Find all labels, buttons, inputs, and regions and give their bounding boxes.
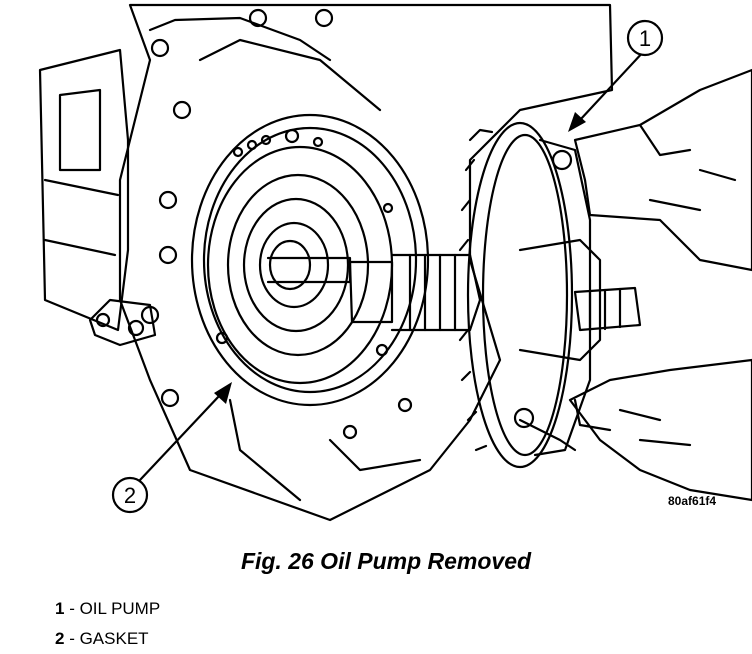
transmission-case [118,3,614,522]
right-hand-upper [573,68,752,272]
callout-1: 1 [626,19,664,57]
figure-code: 80af61f4 [668,494,717,508]
figure-caption: Fig. 26 Oil Pump Removed [240,548,532,574]
legend-number: 2 [55,629,65,648]
legend: 1 - OIL PUMP 2 - GASKET [55,594,160,654]
right-hand-lower [568,358,752,502]
legend-text: - GASKET [64,629,149,648]
legend-number: 1 [55,599,65,618]
left-housing [38,48,130,332]
callout-2: 2 [111,476,149,514]
callout-leader-2 [138,393,222,482]
callout-1-label: 1 [639,26,651,51]
gasket [190,113,430,407]
callout-2-label: 2 [124,483,136,508]
case-bolt-holes [140,8,413,440]
pump-bore [206,145,394,385]
callout-leader-1 [578,48,647,122]
arrow-head-1 [568,112,586,132]
arrow-head-2 [214,382,232,404]
legend-item: 1 - OIL PUMP [55,594,160,624]
oil-pump-illustration: 1 2 [38,3,752,522]
pump-teeth [458,128,494,452]
legend-text: - OIL PUMP [64,599,161,618]
legend-item: 2 - GASKET [55,624,160,654]
stator-shaft [573,286,642,332]
bore-holes [215,128,394,357]
oil-pump [466,121,574,469]
